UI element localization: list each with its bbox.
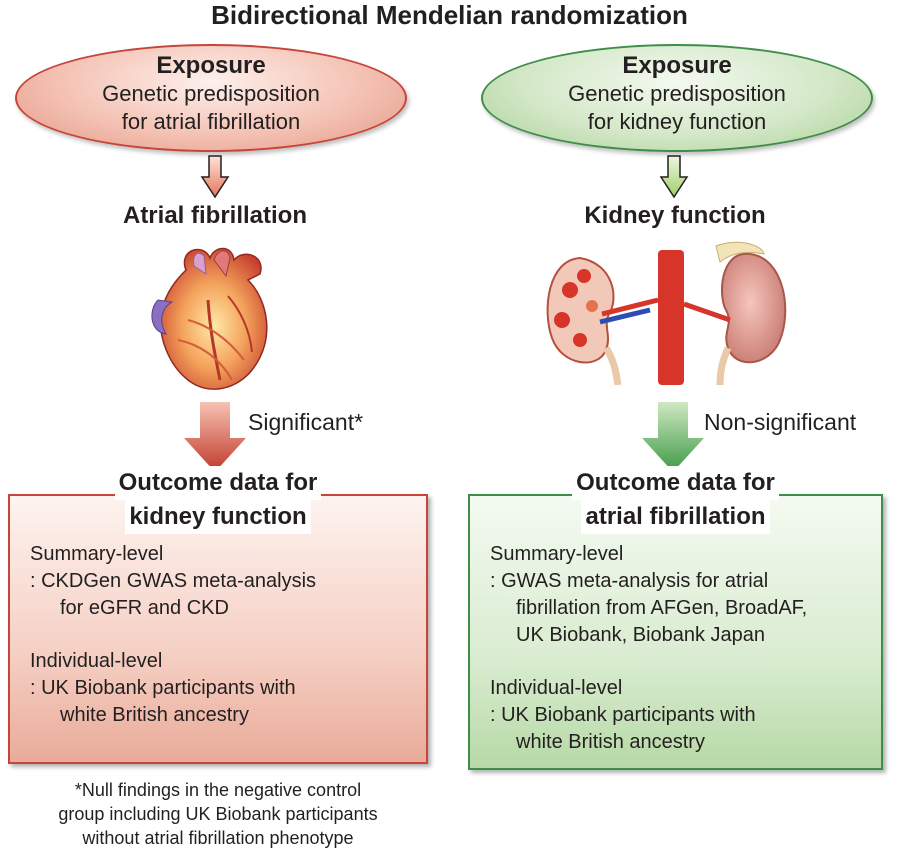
left-summary-heading: Summary-level bbox=[30, 543, 164, 565]
right-outcome-title-line1: Outcome data for bbox=[572, 466, 779, 500]
left-significance-label: Significant* bbox=[248, 409, 364, 435]
right-individual-line2: white British ancestry bbox=[516, 731, 705, 753]
left-outcome-box bbox=[8, 494, 428, 764]
right-exposure-line2: for kidney function bbox=[587, 109, 767, 134]
right-exposure-heading: Exposure bbox=[622, 52, 732, 79]
diagram-title: Bidirectional Mendelian randomization bbox=[211, 0, 688, 30]
left-individual-line1: : UK Biobank participants with bbox=[30, 677, 296, 699]
heart-icon bbox=[151, 247, 268, 390]
left-outcome-title-line2: kidney function bbox=[125, 500, 311, 534]
kidney-icon bbox=[546, 241, 787, 385]
right-summary-heading: Summary-level bbox=[490, 543, 624, 565]
left-exposure-line1: Genetic predisposition bbox=[102, 81, 320, 106]
left-big-down-arrow-icon bbox=[184, 402, 246, 472]
right-outcome-box bbox=[468, 494, 883, 770]
left-exposure-ellipse: Exposure Genetic predisposition for atri… bbox=[15, 44, 407, 152]
right-significance-label: Non-significant bbox=[704, 409, 857, 435]
left-trait-label: Atrial fibrillation bbox=[122, 202, 307, 229]
left-exposure-line2: for atrial fibrillation bbox=[121, 109, 301, 134]
right-summary-line3: UK Biobank, Biobank Japan bbox=[516, 624, 766, 646]
right-small-down-arrow-icon bbox=[659, 155, 689, 199]
left-outcome-title: Outcome data for kidney function bbox=[8, 466, 428, 534]
left-summary-line2: for eGFR and CKD bbox=[60, 597, 229, 619]
right-exposure-line1: Genetic predisposition bbox=[568, 81, 786, 106]
footnote-line2: group including UK Biobank participants bbox=[58, 804, 378, 824]
left-individual-line2: white British ancestry bbox=[60, 704, 249, 726]
left-exposure-heading: Exposure bbox=[156, 52, 266, 79]
left-small-down-arrow-icon bbox=[200, 155, 230, 199]
right-big-down-arrow-icon bbox=[642, 402, 704, 472]
left-summary-line1: : CKDGen GWAS meta-analysis bbox=[30, 570, 317, 592]
right-outcome-title-line2: atrial fibrillation bbox=[581, 500, 770, 534]
footnote-line3: without atrial fibrillation phenotype bbox=[82, 828, 354, 848]
right-summary-line2: fibrillation from AFGen, BroadAF, bbox=[516, 597, 808, 619]
right-summary-line1: : GWAS meta-analysis for atrial bbox=[490, 570, 769, 592]
right-exposure-ellipse: Exposure Genetic predisposition for kidn… bbox=[481, 44, 873, 152]
footnote-line1: *Null findings in the negative control bbox=[74, 780, 362, 800]
left-outcome-title-line1: Outcome data for bbox=[114, 466, 322, 500]
right-outcome-title: Outcome data for atrial fibrillation bbox=[468, 466, 883, 534]
right-individual-line1: : UK Biobank participants with bbox=[490, 704, 756, 726]
footnote: *Null findings in the negative control g… bbox=[0, 778, 436, 850]
right-individual-heading: Individual-level bbox=[490, 677, 623, 699]
right-trait-label: Kidney function bbox=[584, 202, 766, 229]
left-individual-heading: Individual-level bbox=[30, 650, 163, 672]
